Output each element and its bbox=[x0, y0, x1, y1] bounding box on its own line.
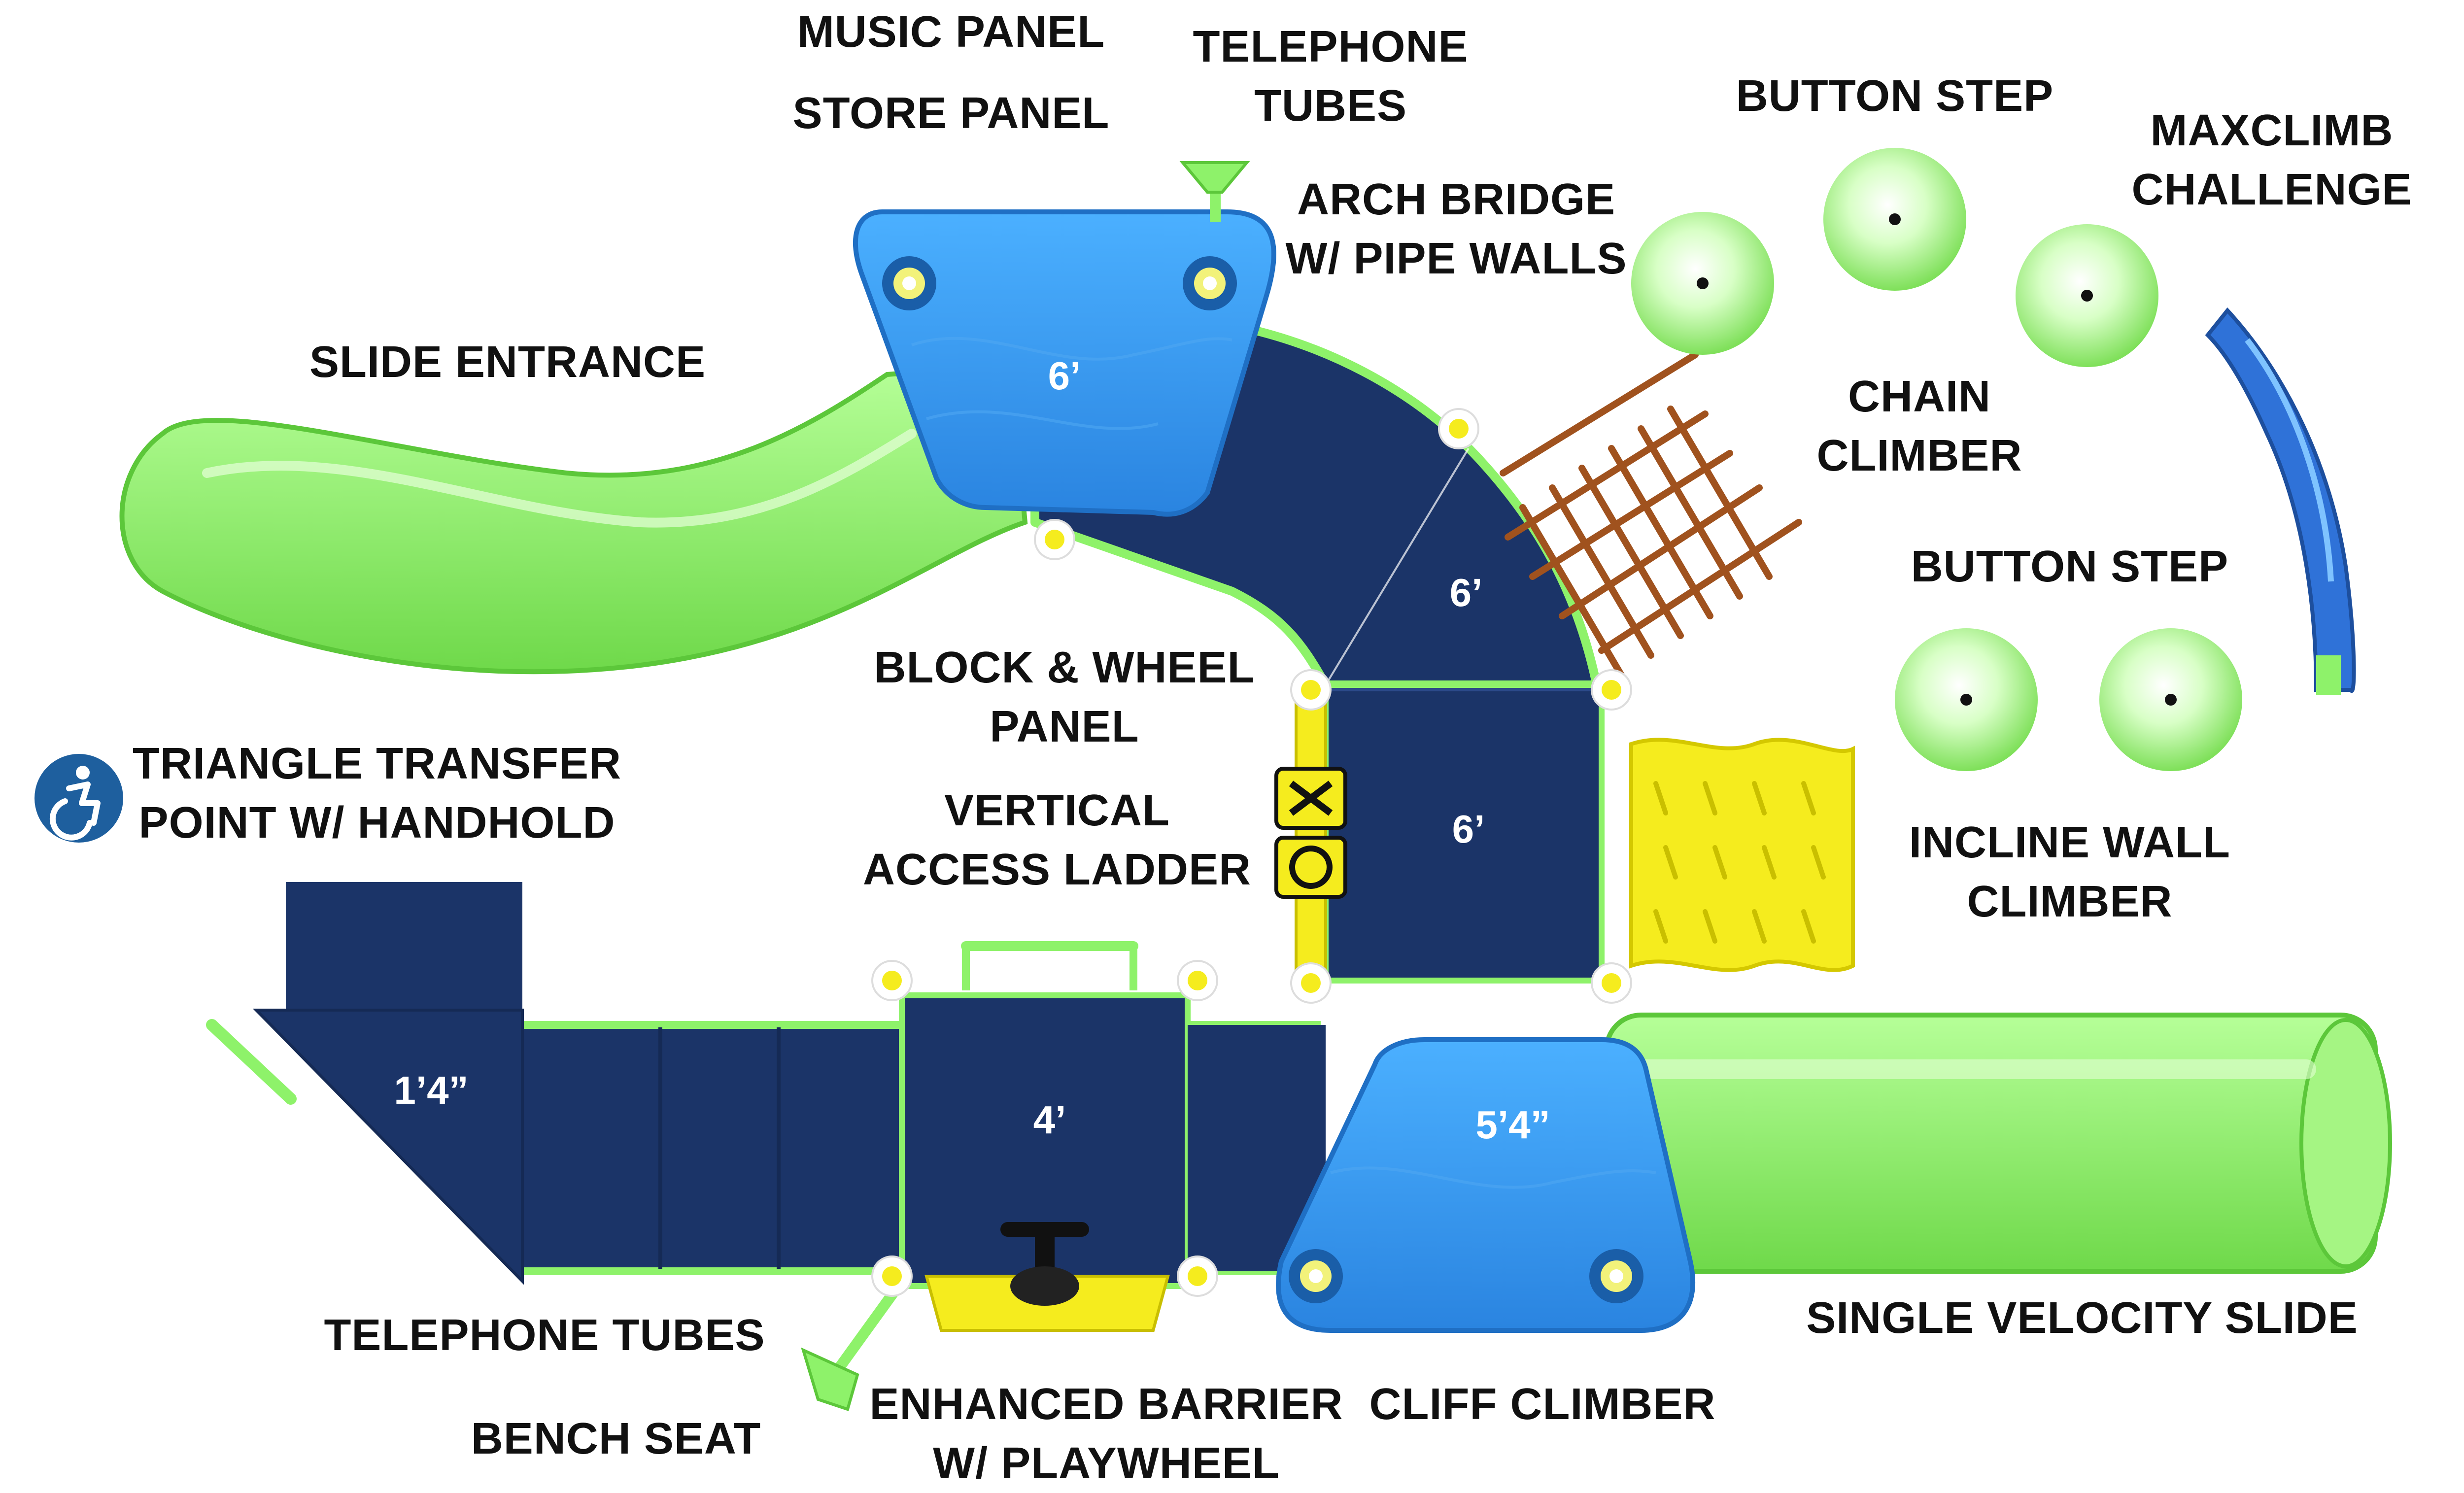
label-cliff-climber: CLIFF CLIMBER bbox=[1369, 1380, 1716, 1429]
height-top-deck: 6’ bbox=[1048, 354, 1081, 398]
post-caps bbox=[871, 408, 1632, 1297]
button-steps bbox=[1631, 148, 2242, 771]
label-slide-entrance: SLIDE ENTRANCE bbox=[309, 338, 706, 387]
bottom-deck bbox=[1276, 1037, 1696, 1333]
maxclimb-challenge bbox=[2205, 307, 2356, 695]
playwheel bbox=[1000, 1222, 1089, 1306]
label-store-panel: STORE PANEL bbox=[792, 89, 1110, 138]
telephone-tube-top bbox=[1179, 161, 1250, 222]
label-music-panel: MUSIC PANEL bbox=[797, 7, 1105, 57]
triangle-transfer-point bbox=[206, 882, 524, 1285]
label-telephone-tubes-bottom: TELEPHONE TUBES bbox=[324, 1311, 765, 1360]
accessibility-icon bbox=[34, 754, 123, 843]
height-center-deck: 4’ bbox=[1033, 1098, 1066, 1142]
slide-entrance-slide bbox=[119, 362, 1028, 675]
top-deck bbox=[853, 209, 1276, 517]
chain-climber bbox=[1500, 351, 1802, 679]
height-bottom-deck: 5’4” bbox=[1475, 1103, 1550, 1147]
vertical-access-ladder bbox=[1274, 698, 1347, 977]
center-deck bbox=[899, 941, 1326, 1289]
height-upper-bridge: 6’ bbox=[1450, 571, 1483, 614]
label-single-velocity-slide: SINGLE VELOCITY SLIDE bbox=[1806, 1293, 2358, 1343]
label-button-step-mid: BUTTON STEP bbox=[1911, 542, 2229, 591]
height-mid-deck: 6’ bbox=[1452, 807, 1485, 851]
label-bench-seat: BENCH SEAT bbox=[471, 1414, 761, 1463]
single-velocity-slide bbox=[1604, 1013, 2392, 1274]
height-transfer: 1’4” bbox=[394, 1068, 468, 1112]
incline-wall-climber bbox=[1629, 738, 1855, 972]
label-button-step-top: BUTTON STEP bbox=[1736, 71, 2054, 121]
